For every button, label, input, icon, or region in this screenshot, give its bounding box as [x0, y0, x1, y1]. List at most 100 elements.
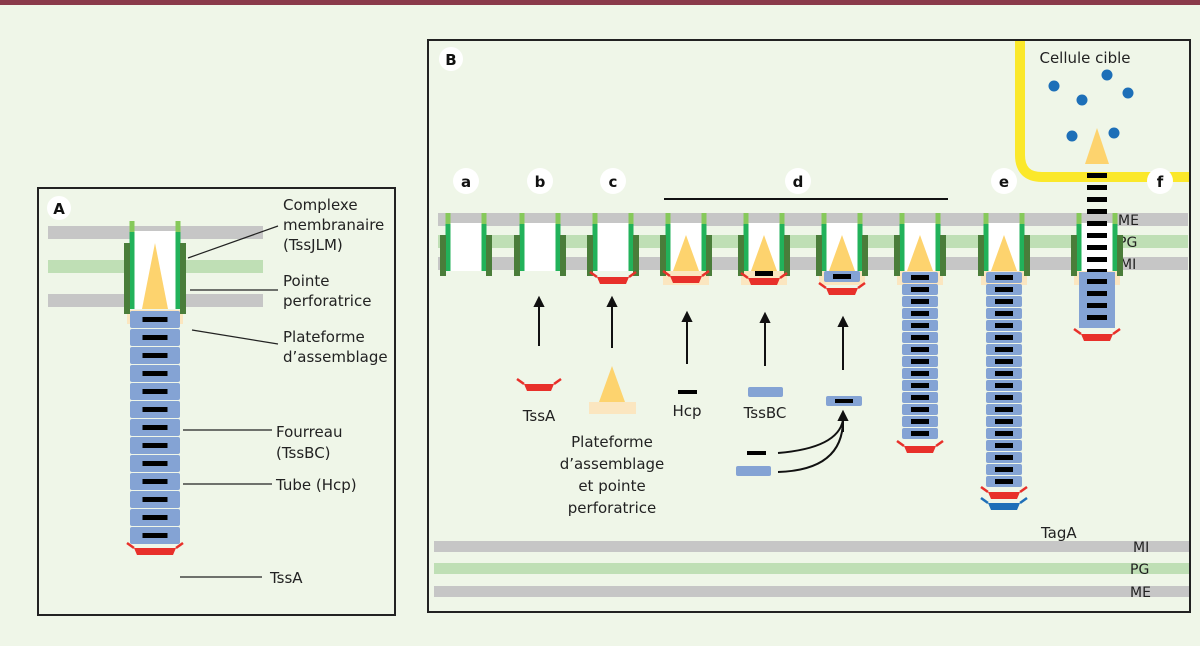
- step-label-c: c: [609, 173, 618, 191]
- hcp-ring: [833, 274, 851, 279]
- effector-dot: [1076, 94, 1088, 106]
- complex-cap: [1112, 213, 1118, 224]
- hcp-ring: [1087, 221, 1107, 226]
- tssa-cap: [748, 278, 780, 285]
- hcp-ring: [142, 497, 168, 502]
- label-tssa: TssA: [269, 569, 303, 587]
- assembly-steps: [440, 128, 1123, 510]
- complex-cap: [481, 213, 487, 224]
- step-badge-f: [1147, 168, 1173, 194]
- peptidoglycan-bottom: [434, 563, 1189, 574]
- complex-wall: [1112, 224, 1118, 271]
- step-badge-b: [527, 168, 553, 194]
- label-fourreau-1: Fourreau: [276, 423, 342, 441]
- tssa-cap: [597, 277, 629, 284]
- complex-anchor: [738, 235, 744, 276]
- hcp-ring: [142, 479, 168, 484]
- inner-membrane-bottom: [434, 541, 1189, 552]
- effectors: [1048, 69, 1134, 142]
- complex-anchor: [978, 235, 984, 276]
- label-plateforme-1: Plateforme: [283, 328, 365, 346]
- top-bar: [0, 0, 1200, 5]
- step-label-d: d: [793, 173, 804, 191]
- tssa-arm: [935, 439, 944, 448]
- step-label-f: f: [1157, 173, 1164, 191]
- complex-wall: [519, 224, 525, 271]
- complex-wall: [1076, 224, 1082, 271]
- complex-anchor: [1071, 235, 1077, 276]
- outer-membrane-b: [438, 213, 1188, 226]
- spike-icon: [991, 235, 1017, 271]
- complex-anchor: [894, 235, 900, 276]
- hcp-ring: [911, 287, 929, 292]
- tssa-arm: [857, 281, 866, 290]
- tssa-arm: [1019, 485, 1028, 494]
- complex-anchor: [124, 243, 130, 314]
- hcp-ring: [142, 461, 168, 466]
- hcp-ring: [911, 395, 929, 400]
- panel-b-badge: B: [445, 51, 456, 69]
- complex-cap: [983, 213, 989, 224]
- tssa-arm: [175, 541, 184, 550]
- hcp-ring: [142, 353, 168, 358]
- tssa-arm: [1073, 327, 1082, 336]
- hcp-ring: [142, 443, 168, 448]
- hcp-ring: [911, 299, 929, 304]
- hcp-ring: [995, 323, 1013, 328]
- label-plateforme-free-1: Plateforme: [571, 433, 653, 451]
- panel-a-frame: [37, 187, 396, 616]
- arrow-head-icon: [837, 315, 849, 327]
- tssa-arm: [896, 439, 905, 448]
- complex-wall: [701, 224, 707, 271]
- tssa-arm: [662, 269, 671, 278]
- input-tssbc: [736, 466, 771, 476]
- tssa-arm: [701, 269, 710, 278]
- label-mi-top: MI: [1120, 257, 1136, 273]
- complex-anchor: [706, 235, 712, 276]
- complex-wall: [1019, 224, 1025, 271]
- tssa-cap: [988, 503, 1020, 510]
- panel-a-badge: A: [53, 200, 65, 218]
- step-label-e: e: [999, 173, 1009, 191]
- step-label-a: a: [461, 173, 471, 191]
- hcp-ring: [995, 383, 1013, 388]
- hcp-ring: [1087, 269, 1107, 274]
- spike-icon: [142, 243, 168, 309]
- tssa-cap: [904, 446, 936, 453]
- effector-dot: [1048, 80, 1060, 92]
- step-badge-a: [453, 168, 479, 194]
- step-label-b: b: [535, 173, 546, 191]
- complex-lumen: [450, 223, 482, 271]
- complex-cap: [519, 213, 525, 224]
- tssa-arm: [740, 271, 749, 280]
- complex-wall: [935, 224, 941, 271]
- label-me-bottom: ME: [1130, 585, 1151, 601]
- spike-icon: [907, 235, 933, 271]
- complex-anchor: [560, 235, 566, 276]
- complex-cap: [665, 213, 671, 224]
- hcp-ring: [911, 431, 929, 436]
- tssa-arm: [628, 270, 637, 279]
- hcp-ring: [1087, 257, 1107, 262]
- sheath-a: [126, 311, 184, 555]
- free-spike-icon: [599, 366, 625, 402]
- merge-arrow: [777, 419, 844, 454]
- tssa-arm: [779, 271, 788, 280]
- panel-b-frame: [427, 39, 1191, 613]
- hcp-ring: [142, 317, 168, 322]
- tssa-cap: [1081, 334, 1113, 341]
- tssa-cap: [988, 492, 1020, 499]
- tssa-cap: [134, 548, 176, 555]
- effector-dot: [1122, 87, 1134, 99]
- complex-wall: [665, 224, 671, 271]
- hcp-ring: [995, 371, 1013, 376]
- assembly-arrows: [533, 295, 849, 473]
- complex-cap: [1019, 213, 1025, 224]
- panel-a: A Complexe membranaire (TssJLM) Pointe p…: [37, 187, 396, 616]
- spike-icon: [829, 235, 855, 271]
- tssa-cap: [670, 276, 702, 283]
- hcp-ring: [142, 515, 168, 520]
- complex-wall: [592, 224, 598, 271]
- complex-wall: [743, 224, 749, 271]
